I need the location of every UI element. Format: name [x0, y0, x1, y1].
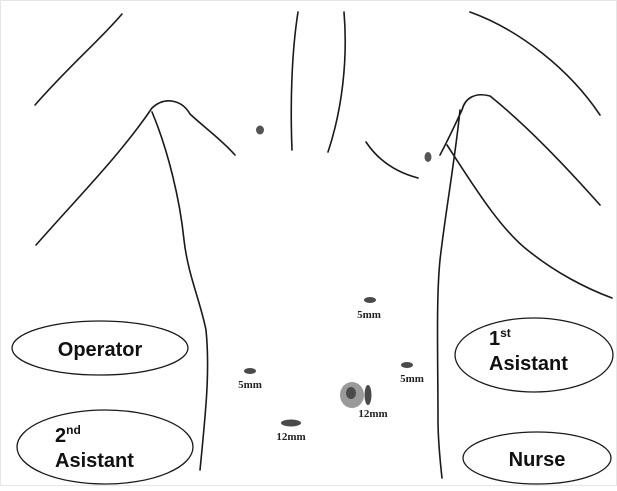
second-assistant-oval — [17, 410, 193, 484]
port-umbilical-label: 12mm — [358, 408, 387, 420]
operator-label: Operator — [58, 339, 143, 361]
second-assistant-position: 2nd Asistant — [17, 410, 193, 484]
left-nipple — [256, 126, 264, 135]
port-upper-right — [364, 297, 376, 303]
port-right-label: 5mm — [400, 373, 424, 385]
nurse-label: Nurse — [509, 449, 566, 471]
camera-port — [346, 387, 356, 399]
port-lower-left-label: 12mm — [276, 431, 305, 443]
port-umbilical-camera — [340, 382, 372, 408]
operator-position: Operator — [12, 321, 188, 375]
second-assistant-word: Asistant — [55, 450, 134, 472]
port-left-label: 5mm — [238, 379, 262, 391]
nurse-position: Nurse — [463, 432, 611, 484]
port-upper-right-label: 5mm — [357, 309, 381, 321]
first-assistant-position: 1st Asistant — [455, 318, 613, 392]
port-umbilical — [365, 385, 372, 405]
first-assistant-word: Asistant — [489, 353, 568, 375]
port-lower-left — [281, 420, 301, 427]
right-nipple — [425, 152, 432, 162]
port-left — [244, 368, 256, 374]
port-right — [401, 362, 413, 368]
